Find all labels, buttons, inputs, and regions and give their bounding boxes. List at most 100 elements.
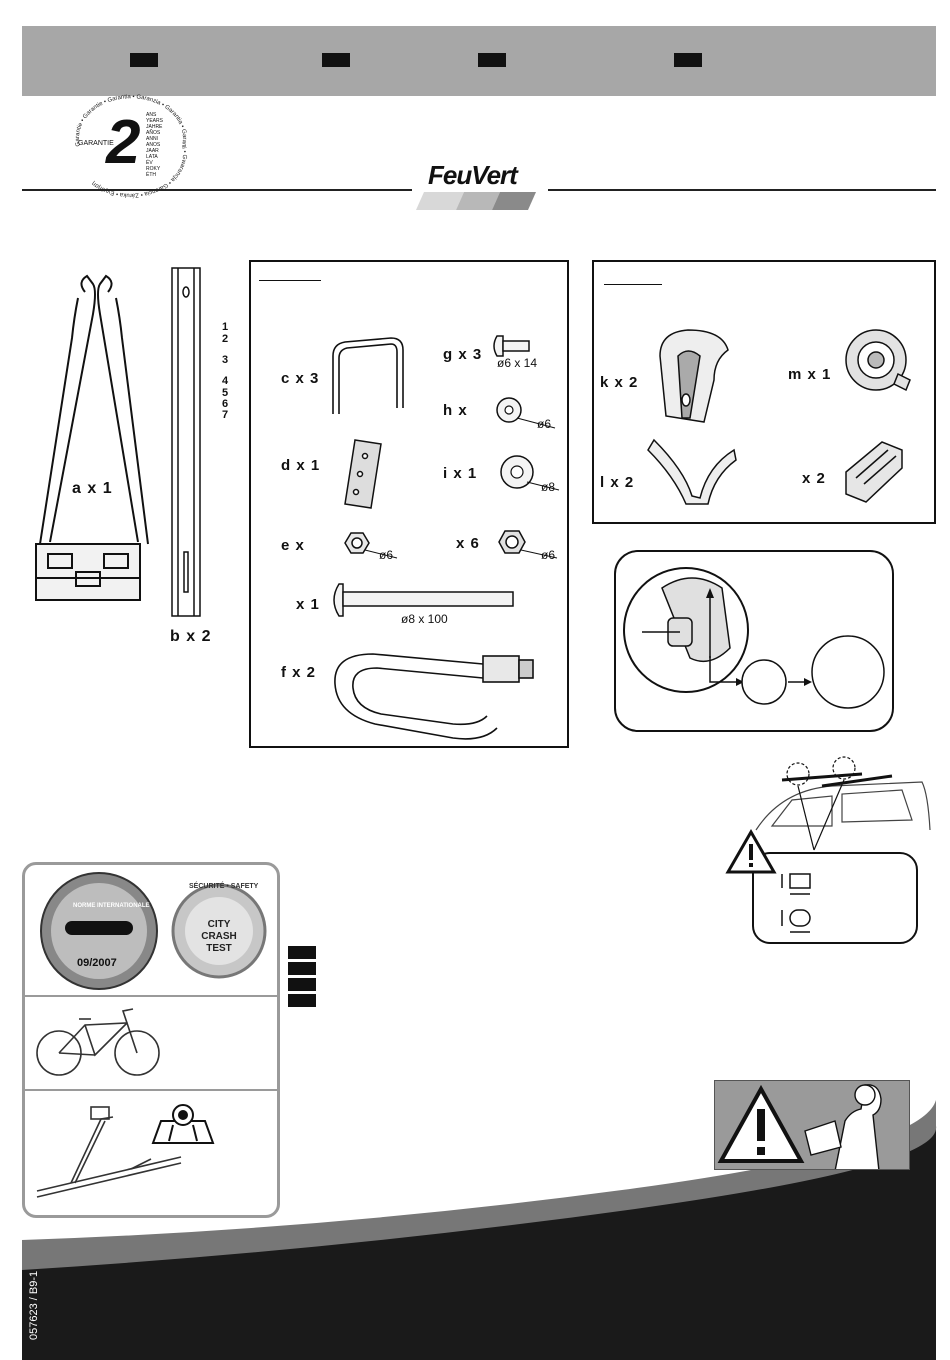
part-e-dimension: ø6 — [379, 548, 394, 562]
roof-bar-profiles — [781, 873, 811, 933]
car-roof-diagram — [755, 756, 931, 851]
language-chip-1[interactable] — [130, 53, 158, 67]
knob-detail-drawing — [623, 567, 749, 693]
bike-carrier-illustration — [36, 1106, 182, 1198]
part-i-label: i x 1 — [443, 465, 478, 482]
brand-stripes — [416, 192, 536, 210]
sidebar-divider-1 — [25, 995, 277, 997]
bicycle-illustration — [36, 1008, 160, 1076]
part-g-screw — [493, 335, 530, 357]
part-j-dimension: ø6 — [541, 548, 556, 562]
part-a-frame-drawing — [35, 274, 149, 601]
brand-stripe — [492, 192, 536, 210]
guarantee-year-word: AÑOS — [146, 130, 161, 136]
part-i-dimension: ø8 — [541, 480, 556, 494]
guarantee-year-word: LATA — [146, 154, 158, 160]
part-h-dimension: ø6 — [537, 417, 552, 431]
guarantee-year-word: JAHRE — [146, 124, 163, 130]
header-bar — [22, 26, 936, 96]
part-e-label: e x — [281, 537, 305, 554]
part-k-clamp — [659, 329, 729, 423]
part-c-u-bolt — [332, 337, 404, 414]
part-h-washer — [496, 397, 556, 429]
seal-right-center: CITY CRASH TEST — [201, 919, 237, 954]
guarantee-year-word: YEARS — [146, 118, 163, 124]
mounting-icon — [151, 1104, 215, 1144]
guarantee-year-word: ÉTH — [146, 172, 156, 178]
guarantee-number: 2 — [106, 108, 141, 177]
parts-box-hardware: c x 3 d x 1 e x ø6 x 1 ø8 x 100 f x 2 — [249, 260, 569, 748]
hole-number-1: 1 — [222, 321, 229, 333]
document-reference: 057623 / B9-1 — [28, 1270, 40, 1340]
parts-box-accessories-title-rule — [604, 284, 662, 285]
part-m-label: m x 1 — [788, 366, 832, 383]
guarantee-year-word: ANS — [146, 112, 157, 118]
warning-triangle-small-icon — [725, 828, 777, 874]
guarantee-badge: Garantie • Garantie • Garantia • Garanzi… — [66, 94, 196, 198]
language-chip-2[interactable] — [322, 53, 350, 67]
read-instructions-panel — [714, 1080, 910, 1170]
language-chip-3[interactable] — [478, 53, 506, 67]
part-m-knob — [845, 329, 911, 392]
part-h-label: h x — [443, 402, 468, 419]
part-i-washer — [500, 455, 560, 491]
read-instructions-illustration — [717, 1084, 882, 1169]
brand-stripe — [416, 192, 464, 210]
knob-detail-panel — [614, 550, 894, 732]
part-k-label: k x 2 — [600, 374, 639, 391]
guarantee-year-word: ANOS — [146, 142, 161, 148]
part-g-dimension: ø6 x 14 — [497, 356, 538, 370]
part-c-label: c x 3 — [281, 370, 320, 387]
part-f-label: f x 2 — [281, 664, 317, 681]
language-chip-4[interactable] — [674, 53, 702, 67]
part-n-end-cap — [845, 441, 903, 503]
part-n-label: x 2 — [802, 470, 826, 487]
hole-number-7: 7 — [222, 409, 229, 421]
part-e-nut — [344, 532, 398, 559]
part-g-label: g x 3 — [443, 346, 483, 363]
hole-number-4: 4 — [222, 375, 229, 387]
guarantee-year-word: ANNI — [146, 136, 158, 142]
flag-marker-3 — [288, 978, 316, 991]
seal-left-year: 09/2007 — [77, 957, 117, 969]
hole-number-3: 3 — [222, 354, 229, 366]
hole-number-2: 2 — [222, 333, 229, 345]
guarantee-year-word: ÉV — [146, 160, 153, 166]
roof-bar-profile-panel — [752, 852, 918, 944]
header-rule-left — [22, 189, 412, 191]
part-a-label: a x 1 — [72, 480, 113, 497]
part-carriage-bolt — [333, 583, 514, 617]
flag-marker-2 — [288, 962, 316, 975]
parts-box-hardware-title-rule — [259, 280, 321, 281]
part-j-label: x 6 — [456, 535, 480, 552]
knob-detail-flow — [709, 635, 885, 709]
part-l-bracket — [647, 438, 737, 505]
header-rule-right — [548, 189, 936, 191]
brand-stripe — [456, 192, 500, 210]
part-d-label: d x 1 — [281, 457, 321, 474]
certification-seals — [40, 872, 267, 990]
seal-left-title: NORME INTERNATIONALE — [73, 903, 150, 909]
seal-right-ring: SÉCURITÉ • SAFETY — [189, 883, 259, 890]
part-l-label: l x 2 — [600, 474, 635, 491]
part-b-label: b x 2 — [170, 628, 212, 645]
part-bolt-label: x 1 — [296, 596, 320, 613]
part-b-rail-drawing — [171, 267, 201, 617]
flag-marker-4 — [288, 994, 316, 1007]
part-j-lock-nut — [498, 530, 558, 559]
brand-logo: FeuVert — [428, 160, 518, 190]
hole-numbers: 1 2 3 4 5 6 7 — [190, 322, 230, 422]
guarantee-label: GARANTIE — [78, 140, 114, 147]
part-d-plate — [344, 439, 382, 509]
hole-number-6: 6 — [222, 398, 229, 410]
guarantee-year-word: ROKY — [146, 166, 161, 172]
footer-band — [22, 1100, 937, 1360]
part-f-strap — [334, 653, 534, 740]
guarantee-year-word: JAAR — [146, 148, 159, 154]
sidebar-divider-2 — [25, 1089, 277, 1091]
certification-sidebar: NORME INTERNATIONALE 09/2007 SÉCURITÉ • … — [22, 862, 280, 1218]
hole-number-5: 5 — [222, 387, 229, 399]
parts-box-accessories: k x 2 l x 2 m x 1 x 2 — [592, 260, 936, 524]
flag-marker-1 — [288, 946, 316, 959]
